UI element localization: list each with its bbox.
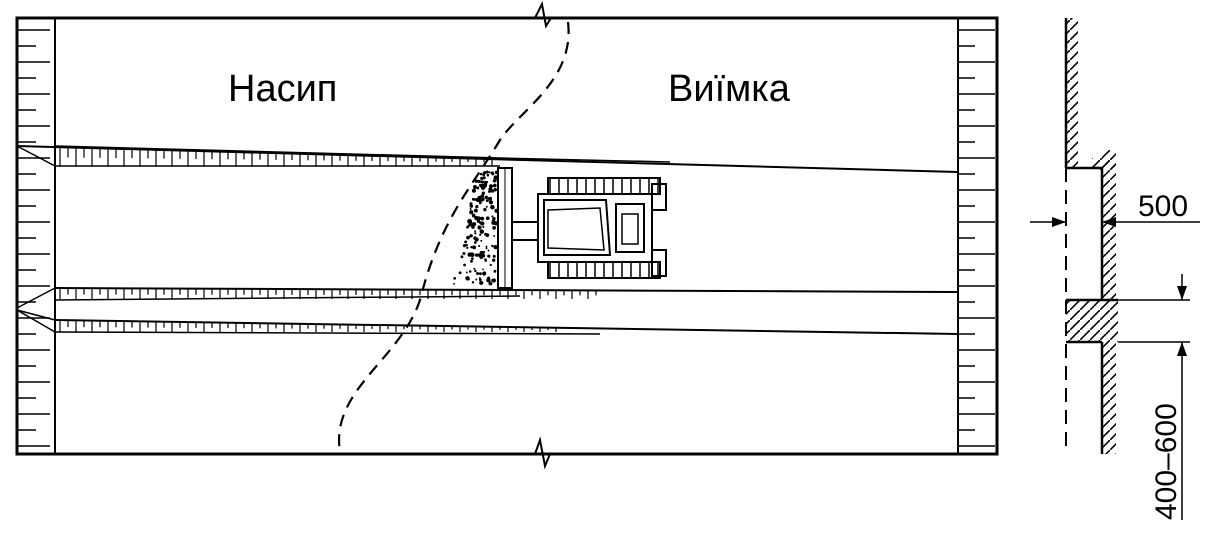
pushed-soil xyxy=(453,170,499,286)
dimension-500 xyxy=(1030,217,1200,227)
cross-section xyxy=(1030,18,1200,520)
dimension-400-600 xyxy=(1118,274,1190,520)
strip-upper-ticks xyxy=(59,147,493,166)
step-height-label: 400–600 xyxy=(1150,403,1183,520)
bottom-break-mark xyxy=(520,436,565,470)
bench-width-label: 500 xyxy=(1138,190,1189,223)
plan-outer-border xyxy=(15,16,999,456)
excavation-strip-lower xyxy=(16,309,959,335)
bulldozer-icon xyxy=(497,167,667,289)
plan-view xyxy=(15,0,999,470)
cut-label: Виїмка xyxy=(668,68,790,110)
excavation-strip-middle xyxy=(16,287,959,309)
top-break-mark xyxy=(520,0,565,29)
fill-label: Насип xyxy=(228,68,338,110)
right-edge-ticks xyxy=(958,29,995,447)
left-edge-ticks xyxy=(17,29,50,447)
strip-lower-ticks xyxy=(59,321,557,332)
fill-cut-boundary xyxy=(337,21,570,453)
strip-middle-ticks xyxy=(59,289,597,299)
